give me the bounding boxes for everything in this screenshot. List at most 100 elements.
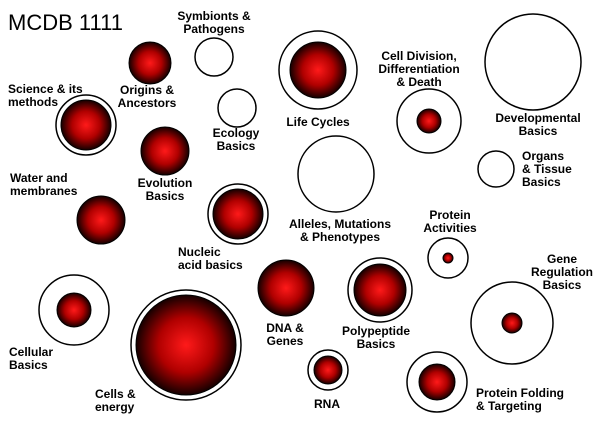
node-label-line: Origins & xyxy=(120,83,174,97)
node-label-line: & Tissue xyxy=(522,162,572,176)
node-label-line: Cell Division, xyxy=(381,49,456,63)
node-label-line: Basics xyxy=(522,175,561,189)
node-protein-folding[interactable]: Protein Folding& Targeting xyxy=(406,351,564,413)
node-label: DNA &Genes xyxy=(266,321,304,348)
node-label-line: Basics xyxy=(146,189,185,203)
node-label-line: & Death xyxy=(396,75,441,89)
node-label-line: Science & its xyxy=(8,82,83,96)
node-label: Alleles, Mutations& Phenotypes xyxy=(289,217,391,244)
node-label: Origins &Ancestors xyxy=(118,83,177,110)
node-label-line: & Phenotypes xyxy=(300,230,380,244)
node-label: Cells &energy xyxy=(95,387,136,414)
node-core xyxy=(289,41,347,99)
node-label-line: membranes xyxy=(10,184,78,198)
node-core xyxy=(140,126,190,176)
node-core xyxy=(128,41,172,85)
node-label-line: Regulation xyxy=(531,265,593,279)
node-label-line: methods xyxy=(8,95,58,109)
node-core xyxy=(212,188,264,240)
node-label-line: Basics xyxy=(357,337,396,351)
node-label-line: energy xyxy=(95,400,135,414)
node-label-line: Basics xyxy=(519,124,558,138)
node-ring xyxy=(194,37,234,77)
node-core xyxy=(416,108,442,134)
node-core xyxy=(418,363,456,401)
node-dna[interactable]: DNA &Genes xyxy=(257,259,315,348)
node-symbionts[interactable]: Symbionts &Pathogens xyxy=(177,9,251,77)
node-label-line: Organs xyxy=(522,149,564,163)
node-label-line: Basics xyxy=(9,358,48,372)
node-label: RNA xyxy=(314,397,340,411)
node-core xyxy=(76,195,126,245)
node-label-line: RNA xyxy=(314,397,340,411)
node-label-line: acid basics xyxy=(178,258,243,272)
node-label-line: Developmental xyxy=(495,111,580,125)
node-label-line: Protein xyxy=(429,208,470,222)
node-label-line: Differentiation xyxy=(378,62,459,76)
node-label-line: Basics xyxy=(217,139,256,153)
node-label-line: Cells & xyxy=(95,387,136,401)
node-label-line: Activities xyxy=(423,221,477,235)
node-ring xyxy=(484,13,582,111)
node-core xyxy=(353,263,407,317)
node-label-line: Evolution xyxy=(138,176,193,190)
node-core xyxy=(313,355,343,385)
node-label-line: DNA & xyxy=(266,321,304,335)
node-alleles[interactable]: Alleles, Mutations& Phenotypes xyxy=(289,135,391,244)
node-label: Symbionts &Pathogens xyxy=(177,9,251,36)
node-core xyxy=(501,312,523,334)
node-label-line: Gene xyxy=(547,252,577,266)
node-label-line: Ecology xyxy=(213,126,260,140)
node-core xyxy=(135,294,237,396)
node-cell-division[interactable]: Cell Division,Differentiation& Death xyxy=(378,49,462,154)
node-core xyxy=(442,252,454,264)
node-label-line: Symbionts & xyxy=(177,9,251,23)
node-label-line: Water and xyxy=(10,171,68,185)
node-label-line: Life Cycles xyxy=(286,115,350,129)
node-core xyxy=(60,99,112,151)
node-label-line: & Targeting xyxy=(476,399,542,413)
node-label-line: Pathogens xyxy=(183,22,245,36)
node-label: Protein Folding& Targeting xyxy=(476,386,564,413)
node-life-cycles[interactable]: Life Cycles xyxy=(278,30,358,129)
node-label-line: Nucleic xyxy=(178,245,221,259)
node-label-line: Protein Folding xyxy=(476,386,564,400)
node-label-line: Alleles, Mutations xyxy=(289,217,391,231)
node-label: Life Cycles xyxy=(286,115,350,129)
node-ring xyxy=(477,150,515,188)
node-label-line: Genes xyxy=(267,334,304,348)
node-label-line: Ancestors xyxy=(118,96,177,110)
node-label-line: Basics xyxy=(543,278,582,292)
node-rna[interactable]: RNA xyxy=(307,349,349,411)
node-cells-energy[interactable]: Cells &energy xyxy=(95,289,242,414)
page-title: MCDB 1111 xyxy=(8,10,123,35)
node-label: Cell Division,Differentiation& Death xyxy=(378,49,459,89)
node-label-line: Cellular xyxy=(9,345,53,359)
node-origins[interactable]: Origins &Ancestors xyxy=(118,41,177,110)
